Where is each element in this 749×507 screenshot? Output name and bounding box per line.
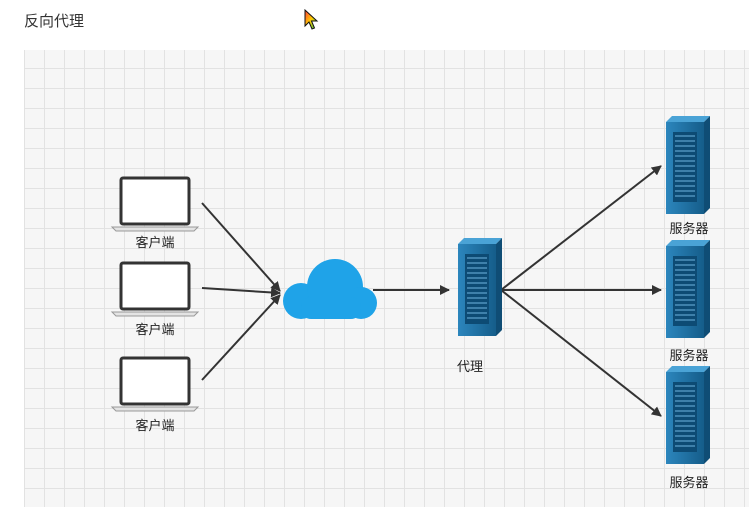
edge-proxy-server1 <box>500 165 662 291</box>
client-3-laptop-icon <box>110 356 200 412</box>
client-2-label: 客户端 <box>135 323 175 338</box>
page-title: 反向代理 <box>24 12 85 30</box>
client-1-laptop-icon <box>110 176 200 232</box>
server-3-label: 服务器 <box>669 476 709 491</box>
edges <box>201 165 662 417</box>
proxy-server-icon <box>458 238 502 336</box>
edge-client1-cloud <box>201 202 281 292</box>
edge-client3-cloud <box>201 294 281 381</box>
mouse-cursor-icon <box>304 9 319 30</box>
client-3-label: 客户端 <box>135 419 175 434</box>
edge-proxy-server3 <box>500 289 662 417</box>
server-3-icon <box>666 366 710 464</box>
client-1-label: 客户端 <box>135 236 175 251</box>
server-2-icon <box>666 240 710 338</box>
server-2-label: 服务器 <box>669 349 709 364</box>
edge-client2-cloud <box>201 287 281 298</box>
server-1-icon <box>666 116 710 214</box>
cloud-icon <box>283 259 377 319</box>
proxy-label: 代理 <box>456 360 484 375</box>
server-1-label: 服务器 <box>669 222 709 237</box>
client-2-laptop-icon <box>110 261 200 317</box>
diagram-canvas: 客户端 客户端 客户端 代理 服务器 服务器 服务器 <box>24 50 749 507</box>
diagram-svg <box>110 116 710 464</box>
